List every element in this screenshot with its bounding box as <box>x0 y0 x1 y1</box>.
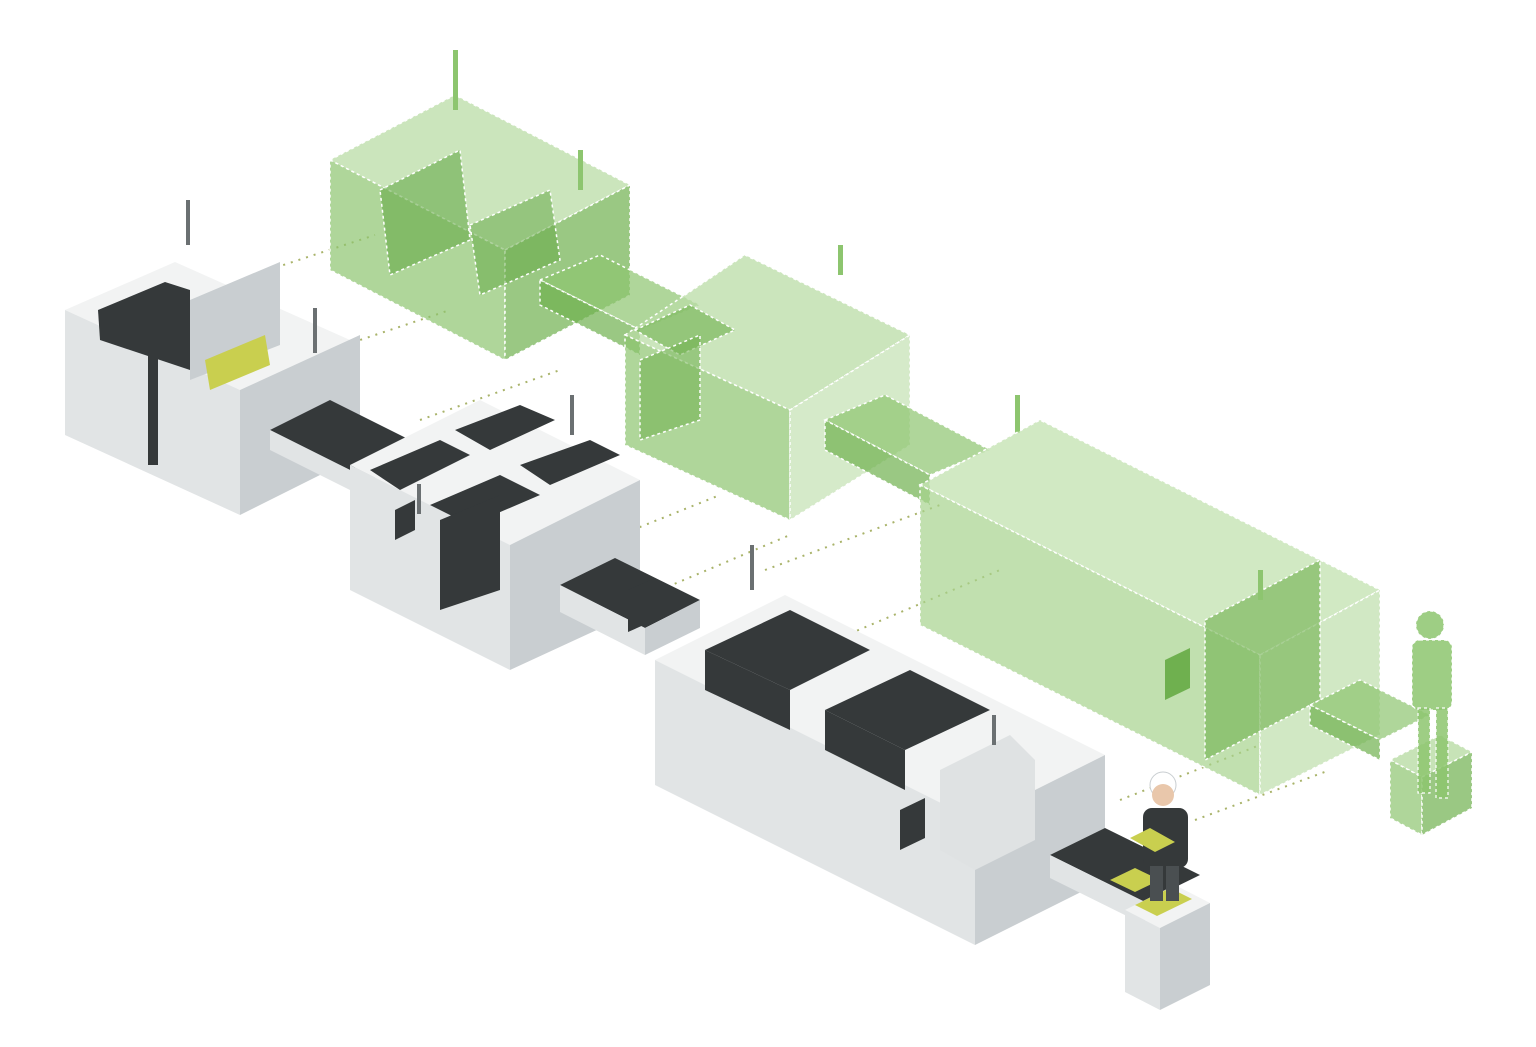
signal-tower-icon <box>417 484 421 514</box>
signal-tower-icon <box>1258 570 1263 600</box>
signal-tower-icon <box>992 715 996 745</box>
inspection-machine <box>65 262 360 515</box>
ghost-printer <box>328 94 632 362</box>
signal-tower-icon <box>453 50 458 110</box>
ghost-conveyor <box>823 394 992 507</box>
ghost-machine-row <box>328 50 1474 837</box>
signal-tower-icon <box>750 545 754 590</box>
signal-tower-icon <box>838 245 843 275</box>
machine-row <box>65 200 1210 1010</box>
cart-icon <box>1388 734 1474 837</box>
connector-lines <box>267 234 1331 821</box>
operator-figure <box>1130 771 1188 901</box>
signal-tower-icon <box>186 200 190 245</box>
operator-figure <box>1411 610 1453 799</box>
pcb-board-icon <box>1130 828 1175 852</box>
monitor-icon <box>1165 648 1190 700</box>
cart-icon <box>1125 885 1210 1010</box>
monitor-icon <box>395 500 415 540</box>
signal-tower-icon <box>313 308 317 353</box>
signal-tower-icon <box>570 395 574 435</box>
monitor-icon <box>900 798 925 850</box>
reflow-oven <box>655 595 1105 945</box>
monitor-icon <box>628 578 655 632</box>
mounter-machine <box>350 400 640 670</box>
signal-tower-icon <box>578 150 583 190</box>
signal-tower-icon <box>1015 395 1020 433</box>
